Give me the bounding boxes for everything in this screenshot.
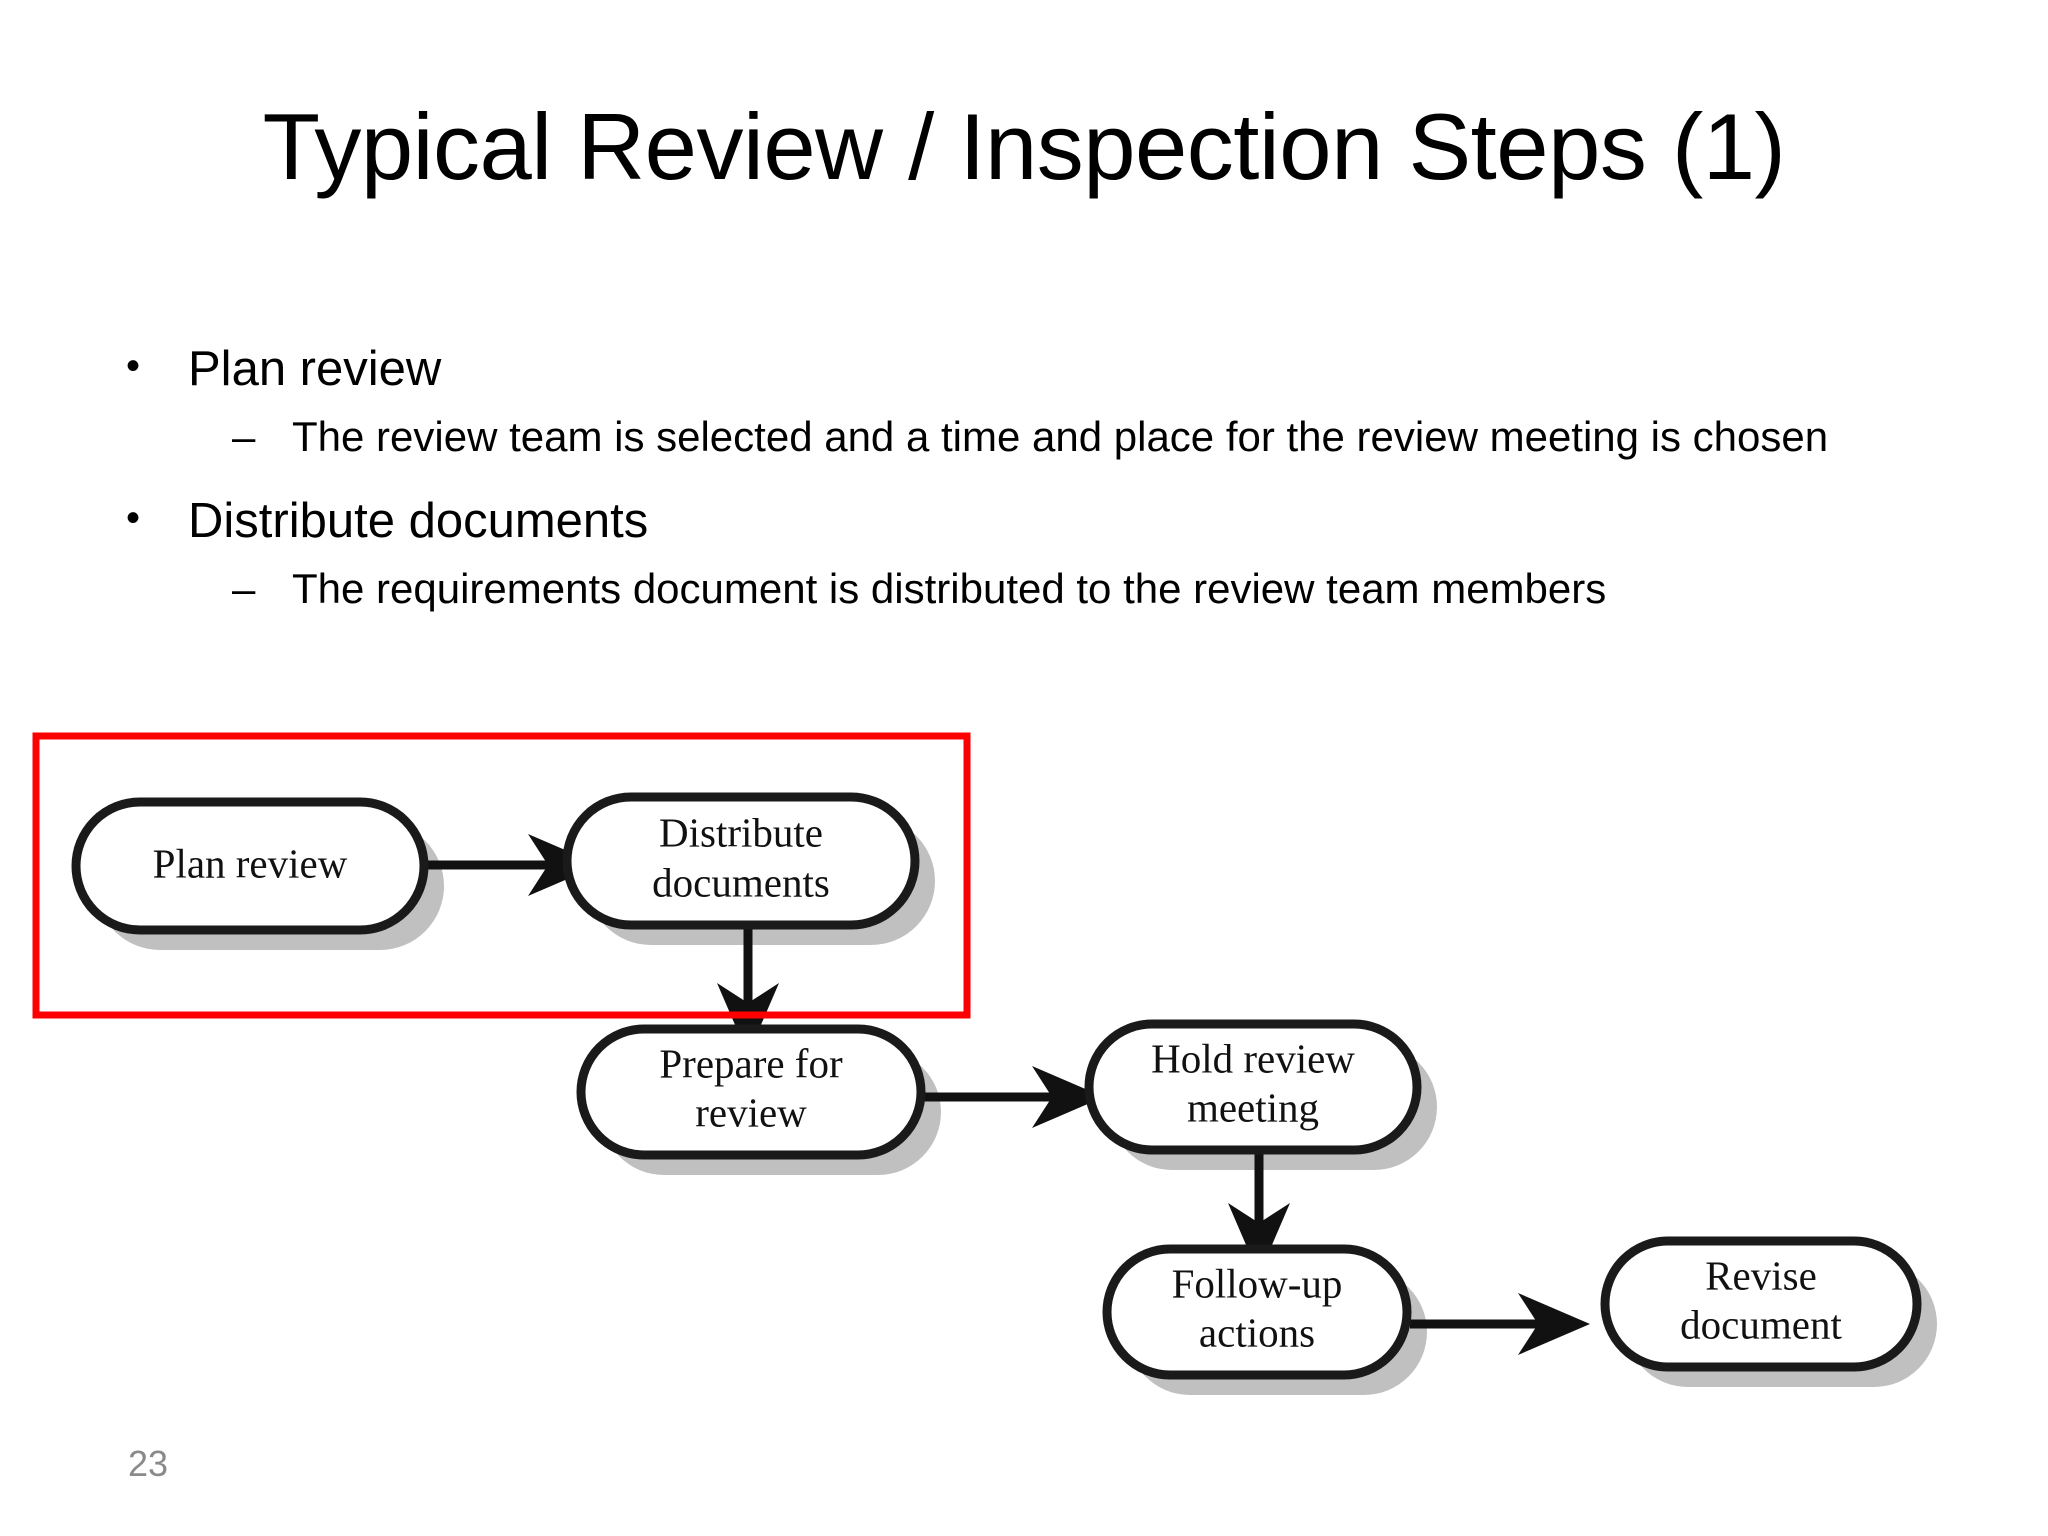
flow-node-hold-review-meeting[interactable]: Hold review meeting [1084,1019,1422,1155]
flow-node-label: Plan review [153,840,348,886]
bullet-item-distribute-documents: • Distribute documents [100,492,1980,551]
flow-node-label: Distribute [659,809,823,855]
bullet-marker-dot: • [126,496,141,541]
sub-bullet-item-review-team: – The review team is selected and a time… [100,411,1980,462]
flow-node-label: meeting [1187,1084,1319,1130]
bullet-text: Plan review [188,342,442,396]
page-title: Typical Review / Inspection Steps (1) [262,94,1786,199]
flow-node-label: Follow-up [1172,1260,1343,1306]
flow-node-revise-document[interactable]: Revise document [1600,1236,1922,1372]
sub-bullet-text: The review team is selected and a time a… [292,412,1829,460]
flow-node-distribute-documents[interactable]: Distribute documents [562,792,920,930]
bullet-list: • Plan review – The review team is selec… [100,340,1980,624]
red-highlight-box [32,732,971,1019]
flow-node-label: Prepare for [659,1040,843,1086]
flow-node-label: review [695,1089,807,1135]
sub-bullet-item-requirements-document: – The requirements document is distribut… [100,563,1980,614]
bullet-item-plan-review: • Plan review [100,340,1980,399]
flow-node-label: Hold review [1151,1035,1355,1081]
bullet-marker-dot: • [126,344,141,388]
bullet-text: Distribute documents [188,494,649,549]
flow-node-label: documents [652,859,830,905]
flow-node-label: Revise [1705,1252,1817,1298]
flow-node-follow-up-actions[interactable]: Follow-up actions [1102,1244,1412,1380]
flow-node-plan-review[interactable]: Plan review [71,797,429,935]
sub-bullet-text: The requirements document is distributed… [292,564,1607,612]
slide-page-number: 23 [128,1443,169,1484]
flow-node-label: actions [1199,1309,1315,1355]
flow-node-label: document [1680,1301,1842,1347]
flow-node-prepare-for-review[interactable]: Prepare for review [576,1024,926,1160]
bullet-marker-dash: – [232,412,256,460]
review-process-flowchart: Plan review Distribute documents Prepare… [0,700,2048,1400]
bullet-marker-dash: – [232,564,256,612]
